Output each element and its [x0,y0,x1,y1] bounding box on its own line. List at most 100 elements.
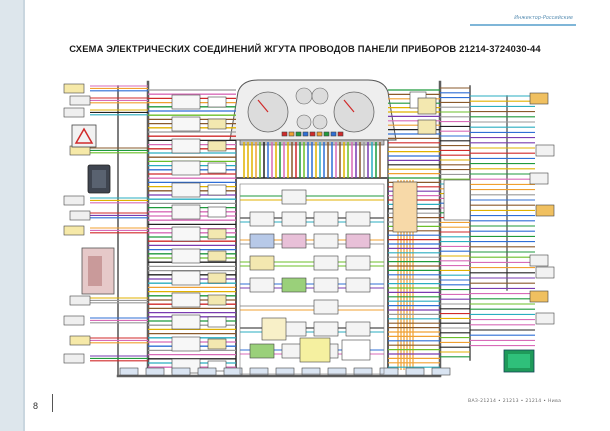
mid-connector [207,118,227,130]
relay-fuse [249,255,275,271]
right-connector [535,144,555,157]
mid-connector [171,116,201,132]
mid-connector [171,138,201,154]
mid-connector [207,360,227,372]
warning-lamp [337,131,344,137]
left-connector [69,95,91,106]
temperature-gauge [311,87,329,105]
instrument-cluster [229,79,397,146]
right-center-connector [443,179,471,221]
relay-fuse [281,233,307,249]
bottom-connector [171,367,191,376]
voltmeter-gauge [296,114,312,130]
right-connector [529,172,549,185]
relay-fuse [249,277,275,293]
relay-fuse [345,211,371,227]
bottom-connector [275,367,295,376]
relay-fuse [281,277,307,293]
mid-connector [171,226,201,242]
bottom-connector [353,367,373,376]
bottom-connector [223,367,243,376]
left-connector [69,210,91,221]
left-connector [63,195,85,206]
diagnostic-connector [503,349,535,373]
mid-connector [171,204,201,220]
right-center-connector [392,181,418,233]
speedometer-needle [343,99,355,113]
relay-fuse [345,277,371,293]
right-connector [535,204,555,217]
mid-connector [207,294,227,306]
bottom-connector [119,367,139,376]
bottom-connector [145,367,165,376]
diagram-title: СХЕМА ЭЛЕКТРИЧЕСКИХ СОЕДИНЕНИЙ ЖГУТА ПРО… [69,43,541,54]
mid-connector [171,248,201,264]
left-connector [63,315,85,326]
relay-fuse [345,321,371,337]
brand-underline [470,24,576,26]
tachometer-needle [257,99,269,113]
mid-connector [171,336,201,352]
page-number: 8 [33,401,39,411]
mid-connector [171,270,201,286]
left-margin-border [23,0,25,431]
relay-fuse [249,211,275,227]
bottom-relay [341,339,371,361]
right-connector [529,92,549,105]
left-margin-stripe [0,0,23,431]
right-connector [535,312,555,325]
left-connector [69,335,91,346]
mid-connector [207,206,227,218]
left-connector [63,83,85,94]
page-number-divider [52,394,53,412]
bottom-relay [261,317,287,341]
relay-fuse [313,211,339,227]
warning-lamp [288,131,295,137]
relay-fuse [281,211,307,227]
right-connector [529,254,549,267]
relay-fuse [313,321,339,337]
warning-lamp [281,131,288,137]
mid-connector [207,272,227,284]
mid-connector [171,94,201,110]
mid-connector [171,314,201,330]
left-connector [63,107,85,118]
bottom-connector [249,367,269,376]
mid-connector [207,250,227,262]
cluster-warning-lamps [281,131,344,137]
mid-connector [171,292,201,308]
oil-pressure-gauge [312,114,328,130]
warning-lamp [295,131,302,137]
mid-connector [207,316,227,328]
fuel-gauge [295,87,313,105]
bottom-connector [405,367,425,376]
relay-fuse [313,233,339,249]
bottom-relay [299,337,331,363]
relay-fuse [313,277,339,293]
relay-fuse [249,233,275,249]
warning-lamp [316,131,323,137]
mid-connector [207,184,227,196]
mid-connector [207,140,227,152]
bottom-connector [379,367,399,376]
mid-connector [207,338,227,350]
brand-header: Инжектор-Российские [514,15,573,21]
left-connector [69,295,91,306]
components [63,83,555,376]
mid-connector [207,162,227,174]
warning-lamp [323,131,330,137]
footer-caption: ВАЗ-21214 • 21213 • 21214 • Нива [468,399,562,404]
relay-fuse [249,343,275,359]
bottom-connector [431,367,451,376]
relay-fuse [313,255,339,271]
relay-fuse [281,189,307,205]
relay-fuse [345,255,371,271]
mid-connector [207,96,227,108]
relay-fuse [345,233,371,249]
left-connector [63,353,85,364]
mid-connector [171,182,201,198]
mid-connector [171,160,201,176]
hazard-switch [71,124,97,148]
